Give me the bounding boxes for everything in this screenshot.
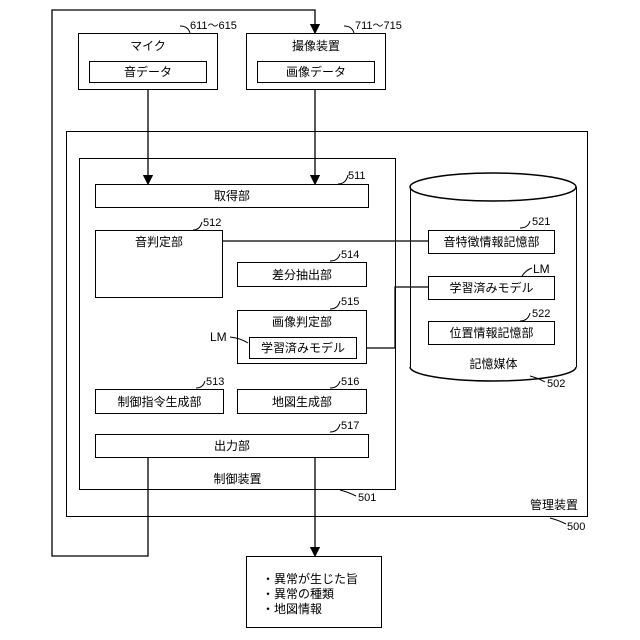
- storage-medium-ref: 502: [547, 378, 565, 390]
- trained-model-storage-lm: LM: [533, 262, 550, 276]
- image-judgment-ref: 515: [341, 296, 359, 308]
- camera-box: 撮像装置 画像データ: [246, 33, 386, 90]
- sound-judgment-unit: 音判定部: [95, 230, 223, 298]
- image-data-label: 画像データ: [258, 65, 374, 79]
- control-command-label: 制御指令生成部: [96, 395, 223, 409]
- sound-data-box: 音データ: [89, 61, 207, 83]
- microphone-title: マイク: [79, 39, 217, 53]
- sound-judgment-ref: 512: [203, 217, 221, 229]
- output-result-item: ・地図情報: [262, 602, 358, 617]
- camera-title: 撮像装置: [247, 39, 385, 53]
- control-command-ref: 513: [206, 376, 224, 388]
- sound-data-label: 音データ: [90, 65, 206, 79]
- location-info-storage-ref: 522: [532, 308, 550, 320]
- image-data-box: 画像データ: [257, 61, 375, 83]
- difference-extraction-unit: 差分抽出部: [237, 262, 367, 287]
- map-generation-ref: 516: [341, 376, 359, 388]
- management-device-label: 管理装置: [530, 498, 578, 512]
- trained-model-storage: 学習済みモデル: [428, 276, 555, 300]
- sound-feature-storage-label: 音特徴情報記憶部: [429, 235, 554, 249]
- output-result-list: ・異常が生じた旨 ・異常の種類 ・地図情報: [262, 572, 358, 617]
- output-label: 出力部: [96, 439, 368, 453]
- acquisition-unit: 取得部: [95, 184, 369, 208]
- difference-extraction-label: 差分抽出部: [238, 268, 366, 282]
- trained-model-storage-label: 学習済みモデル: [429, 281, 554, 295]
- image-judgment-model-label: 学習済みモデル: [250, 341, 356, 355]
- location-info-storage-label: 位置情報記憶部: [429, 326, 554, 340]
- sound-judgment-label: 音判定部: [96, 235, 222, 249]
- storage-medium-label: 記憶媒体: [410, 357, 577, 371]
- microphone-box: マイク 音データ: [78, 33, 218, 90]
- camera-ref: 711〜715: [355, 20, 402, 32]
- output-result-item: ・異常の種類: [262, 587, 358, 602]
- management-device-ref: 500: [567, 521, 585, 533]
- image-judgment-trained-model: 学習済みモデル: [249, 337, 357, 359]
- output-unit: 出力部: [95, 434, 369, 458]
- control-device-ref: 501: [358, 492, 376, 504]
- control-device-label: 制御装置: [79, 472, 396, 486]
- acquisition-ref: 511: [348, 170, 366, 182]
- output-result-item: ・異常が生じた旨: [262, 572, 358, 587]
- output-ref: 517: [341, 420, 359, 432]
- image-judgment-label: 画像判定部: [238, 315, 366, 329]
- map-generation-label: 地図生成部: [238, 395, 366, 409]
- difference-extraction-ref: 514: [341, 249, 359, 261]
- acquisition-label: 取得部: [96, 189, 368, 203]
- sound-feature-storage: 音特徴情報記憶部: [428, 230, 555, 254]
- sound-feature-storage-ref: 521: [532, 216, 550, 228]
- image-judgment-lm-label: LM: [210, 330, 227, 344]
- microphone-ref: 611〜615: [190, 20, 237, 32]
- control-command-unit: 制御指令生成部: [95, 389, 224, 414]
- map-generation-unit: 地図生成部: [237, 389, 367, 414]
- location-info-storage: 位置情報記憶部: [428, 321, 555, 345]
- image-judgment-unit: 画像判定部 学習済みモデル: [237, 310, 367, 364]
